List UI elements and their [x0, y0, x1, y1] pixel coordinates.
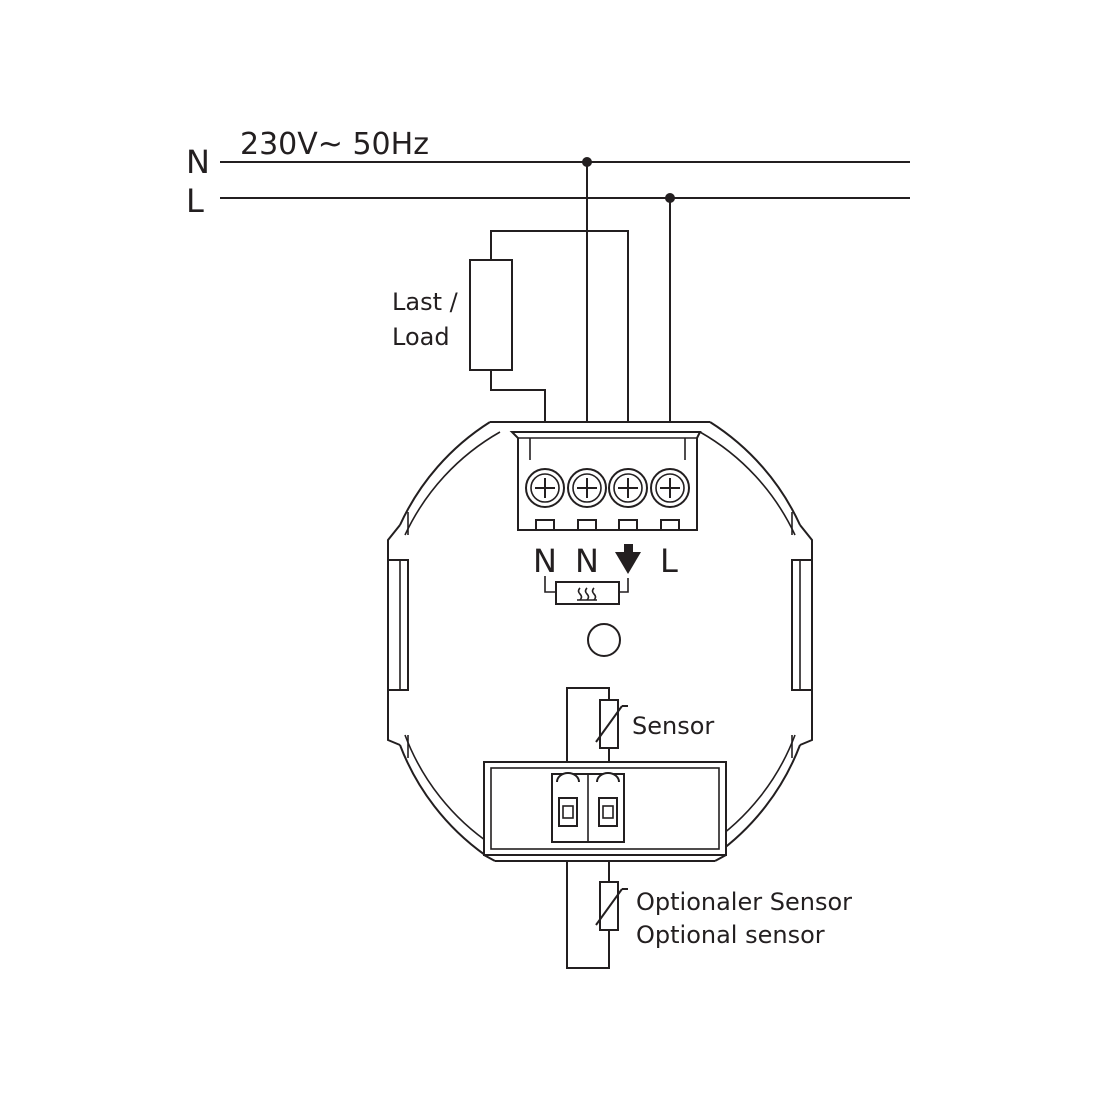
- sensor-clamp-lever-right: [596, 772, 620, 783]
- load-label-line1: Last /: [392, 288, 459, 316]
- sensor-box-foot-left: [483, 854, 496, 862]
- housing-inner-arc-top-left: [404, 431, 501, 536]
- load: Last / Load: [392, 259, 513, 371]
- sensor-clamp-slot-right: [598, 797, 618, 827]
- terminal-label-n1: N: [533, 542, 557, 580]
- sensor-clamp-lever-left: [556, 772, 580, 783]
- terminal-opening-2: [577, 519, 597, 531]
- terminal-opening-1: [535, 519, 555, 531]
- terminal-screw-4: [650, 468, 690, 508]
- terminal-labels: N N L: [533, 542, 678, 580]
- load-resistor-symbol: [469, 259, 513, 371]
- supply-voltage-label: 230V~ 50Hz: [240, 127, 429, 162]
- terminal-screw-3: [608, 468, 648, 508]
- housing-arc-top-left: [399, 421, 491, 526]
- sensor-clamp-hole-right: [602, 805, 614, 819]
- device-housing: [387, 421, 813, 856]
- terminal-block: [509, 431, 702, 531]
- optional-sensor-slash: [595, 888, 623, 926]
- heater-lead-left: [544, 576, 556, 593]
- optional-sensor-label-de: Optionaler Sensor: [636, 888, 852, 916]
- optional-sensor-wire-loop: [566, 861, 610, 969]
- terminal-label-n2: N: [575, 542, 599, 580]
- terminal-opening-3: [618, 519, 638, 531]
- live-label: L: [186, 182, 204, 220]
- heating-element-symbol: [544, 576, 629, 605]
- terminal-opening-4: [660, 519, 680, 531]
- load-output-wire-bottom: [490, 370, 546, 422]
- sensor-wire-top: [566, 687, 610, 762]
- supply-lines: N L 230V~ 50Hz: [186, 127, 910, 220]
- optional-sensor-label-en: Optional sensor: [636, 921, 825, 949]
- sensor-clamp-hole-left: [562, 805, 574, 819]
- terminal-label-l: L: [660, 542, 678, 580]
- sensor-box-foot-right: [714, 854, 727, 862]
- housing-arc-bottom-left: [399, 744, 486, 856]
- housing-arc-top-right: [709, 421, 801, 526]
- terminal-screw-1: [525, 468, 565, 508]
- load-label-line2: Load: [392, 323, 450, 351]
- housing-inner-arc-top-right: [699, 431, 796, 536]
- terminal-screw-2: [567, 468, 607, 508]
- load-output-wire-top: [490, 230, 629, 422]
- housing-inner-arc-bottom-left: [404, 734, 493, 846]
- arrow-down-icon: [615, 544, 641, 574]
- sensor-terminal-box: [483, 761, 727, 862]
- left-clip: [387, 559, 409, 691]
- sensor: Sensor: [566, 687, 714, 770]
- sensor-thermistor-slash: [595, 705, 623, 743]
- heater-lead-right: [619, 578, 629, 593]
- heat-waves-icon: [577, 587, 597, 601]
- optional-sensor: Optionaler Sensor Optional sensor: [566, 861, 852, 969]
- center-indicator-circle: [587, 623, 621, 657]
- heater-box: [555, 581, 620, 605]
- sensor-box-inner: [490, 767, 720, 850]
- right-clip: [791, 559, 813, 691]
- sensor-label: Sensor: [632, 712, 714, 740]
- neutral-label: N: [186, 143, 210, 181]
- feed-wires: [490, 162, 671, 422]
- sensor-clamp-slot-left: [558, 797, 578, 827]
